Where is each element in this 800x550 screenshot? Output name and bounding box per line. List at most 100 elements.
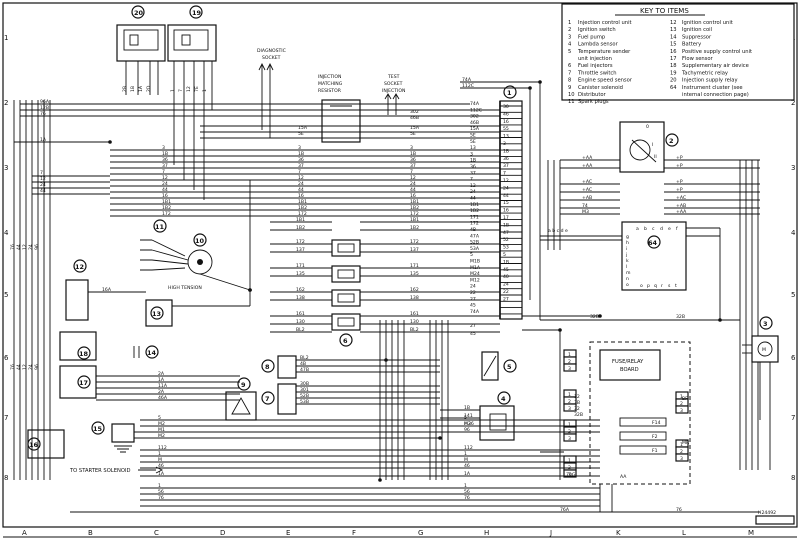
- fuse-connector-number: 2: [680, 401, 683, 407]
- row-label-3: 3: [4, 164, 8, 172]
- top-wire-label: 12B: [40, 105, 49, 111]
- relay20-pin: 2D: [146, 85, 152, 92]
- bottom-wire-label-right: 1A: [464, 471, 471, 477]
- ecu-pin-label: 3: [470, 151, 473, 157]
- ecu-bus-label-left: 1B: [162, 151, 168, 157]
- junction-dot: [248, 288, 252, 292]
- col-label-a: A: [22, 529, 27, 537]
- key-item-text: Positive supply control unit: [682, 49, 752, 55]
- ecu-pin-label: 37: [470, 170, 476, 176]
- ecu-bus-label-mid: 16: [298, 193, 304, 199]
- key-item-number: 64: [670, 85, 677, 91]
- left-bus-label: 12: [22, 244, 28, 250]
- key-item-number: 12: [670, 20, 677, 26]
- svg-text:0: 0: [646, 124, 649, 130]
- item-6-label: 6: [343, 337, 348, 345]
- wire-m2-label: M2: [158, 433, 165, 439]
- ecu-pin-number: 22: [503, 289, 509, 295]
- ecu-pin-number: 44: [503, 193, 509, 199]
- item-18-label: 18: [79, 350, 89, 358]
- injector-wire-label: 171: [296, 263, 305, 269]
- bottom-wire-label: M: [158, 457, 162, 463]
- fuse-connector-number: 3: [568, 406, 571, 412]
- ecu-pin-number: 45: [503, 267, 509, 273]
- distributor-10: 10: [187, 233, 213, 275]
- relay19-pin: 12: [186, 86, 192, 92]
- injector-wire-label: BL2: [296, 327, 305, 333]
- ign-right-label: +AB: [676, 203, 686, 209]
- ecu-pin-number: 1B: [503, 222, 509, 228]
- fuse-in-label: 32: [574, 406, 580, 412]
- junction-dot: [598, 314, 602, 318]
- ecu-bus-label-mid: 172: [298, 211, 307, 217]
- relay19-pin: 1: [170, 89, 176, 92]
- key-item-number: 10: [568, 92, 575, 98]
- engine-speed-sensor-8: 8: [261, 355, 297, 379]
- ecu-pin-label: 44: [470, 196, 476, 202]
- ignition-coil-13: 13 HIGH TENSION: [145, 285, 202, 327]
- key-item-text: Temperature sender: [577, 49, 631, 55]
- item7-wire-label: 52B: [300, 393, 309, 399]
- item-20-label: 20: [134, 9, 144, 17]
- key-item-text: Engine speed sensor: [578, 78, 633, 84]
- key-item-number: 18: [670, 63, 677, 69]
- fuse-out-label: MR: [682, 440, 690, 446]
- ecu-pin-label: M24: [470, 271, 480, 277]
- ign-left-label: +AA: [582, 155, 593, 161]
- cluster-pin: o: [626, 283, 629, 288]
- fuse-connector-pin: [563, 403, 577, 412]
- svg-text:M: M: [762, 347, 766, 353]
- key-item-number: 16: [670, 49, 677, 55]
- wire-112c-label: 112C: [462, 83, 474, 89]
- key-item-text: unit injection: [578, 56, 612, 62]
- temperature-sender-5: 5: [481, 351, 517, 381]
- ecu-pin-label: 27: [470, 323, 476, 329]
- bottom-wire-label: 1: [158, 483, 161, 489]
- relay20-pin: 1B: [130, 86, 136, 92]
- col-label-g: G: [418, 529, 423, 537]
- key-item-number: 15: [670, 42, 677, 48]
- item8-wire-label: 4B: [300, 361, 306, 367]
- item-1-label: 1: [507, 89, 512, 97]
- junction-dot: [558, 328, 562, 332]
- key-item-text: Lambda sensor: [578, 42, 619, 48]
- junction-dot: [438, 436, 442, 440]
- col-label-c: C: [154, 529, 159, 537]
- ecu-bus-label-left: 7: [162, 169, 165, 175]
- key-item-text: Instrument cluster (see: [682, 85, 743, 91]
- key-item-text: Fuel injectors: [578, 63, 613, 69]
- bottom-wire-label: 76: [158, 495, 164, 501]
- left-bus-label: 24: [28, 364, 34, 370]
- left-bus-label: 96: [34, 244, 40, 250]
- ecu-pin-label: 74A: [470, 309, 480, 315]
- injector-wire-label: 1B2: [296, 225, 305, 231]
- svg-text:II: II: [654, 154, 657, 160]
- ecu-bus-label-left: 36: [162, 157, 168, 163]
- ign-left-label: +AC: [582, 187, 592, 193]
- bottom-wire-label-right: 112: [464, 445, 473, 451]
- relay-left-label: 1A: [158, 377, 165, 383]
- ecu-pin-label: 24: [470, 284, 476, 290]
- fuse-connector-number: 2: [680, 449, 683, 455]
- flow-sensor-17: 17: [59, 365, 97, 399]
- fuse-in-label: 3B: [574, 400, 580, 406]
- cluster-pin: e: [668, 227, 671, 232]
- inj-label-3: RESISTOR: [318, 88, 342, 94]
- key-item-number: 11: [568, 99, 575, 105]
- fuse-connector-number: 1: [568, 422, 571, 428]
- row-label-4: 4: [4, 229, 9, 237]
- ecu-bus-label-right: 1B2: [410, 205, 419, 211]
- fuse-connector-number: 2: [568, 359, 571, 365]
- fuse-connector-number: 3: [680, 456, 683, 462]
- fuse-connector-pin: [563, 433, 577, 442]
- lambda-wire-label: 1B: [464, 405, 470, 411]
- ecu-pin-number: 47: [503, 230, 509, 236]
- junction-dot: [528, 86, 532, 90]
- left-bus-label: 96: [34, 364, 40, 370]
- col-label-m: M: [748, 529, 754, 537]
- cluster-pin: p: [647, 284, 650, 289]
- bottom-wire-label: 5: [158, 415, 161, 421]
- fuse-connector-pin: [675, 453, 689, 462]
- ecu-bus-label-mid: 44: [298, 187, 304, 193]
- item-14-label: 14: [147, 349, 157, 357]
